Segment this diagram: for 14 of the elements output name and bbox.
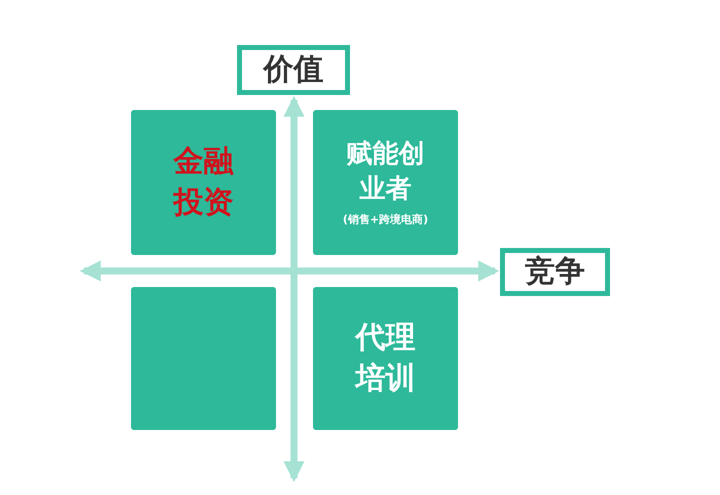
axis-label: 竞争 <box>525 252 585 291</box>
quadrant-card <box>313 287 458 430</box>
quadrant-label: 金融投资 <box>172 143 234 222</box>
axis-label: 价值 <box>264 50 324 89</box>
quadrant-card <box>131 110 276 255</box>
quadrant-card <box>131 287 276 430</box>
quadrant-label: 赋能创业者 <box>346 138 426 206</box>
quadrant-label: 代理培训 <box>354 319 416 398</box>
axis-label-box <box>500 248 610 296</box>
quadrant-subtitle: (销售+跨境电商) <box>342 213 428 228</box>
arrow <box>284 96 304 482</box>
axis-label-box <box>237 45 350 95</box>
quadrant-card <box>313 110 458 255</box>
arrow <box>80 260 500 282</box>
